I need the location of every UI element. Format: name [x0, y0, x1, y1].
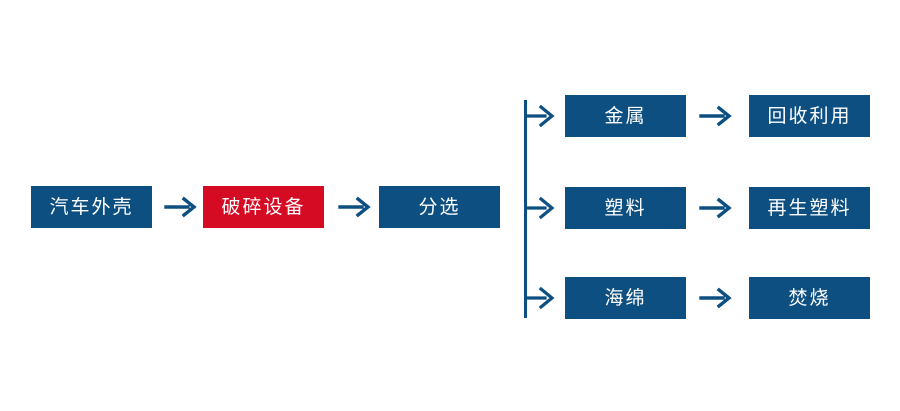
arrow-right-icon-plastic-to-regenerated [699, 195, 735, 221]
branch-arrow-right-icon-metal [524, 103, 557, 129]
node-label: 焚烧 [788, 287, 831, 309]
arrow-right-icon-sponge-to-incineration [699, 285, 735, 311]
arrow-right-icon-metal-to-recycle [699, 103, 735, 129]
node-label: 分选 [418, 196, 461, 218]
node-label: 海绵 [604, 287, 647, 309]
node-branch-metal[interactable]: 金属 [565, 95, 686, 137]
node-label: 汽车外壳 [49, 196, 134, 218]
node-label: 塑料 [604, 197, 647, 219]
node-branch-plastic[interactable]: 塑料 [565, 187, 686, 229]
arrow-right-icon-shredder-to-sorting [338, 194, 374, 220]
node-output-regenerated-plastic[interactable]: 再生塑料 [749, 187, 870, 229]
branch-arrow-right-icon-plastic [524, 195, 557, 221]
node-shredder-equipment[interactable]: 破碎设备 [203, 186, 324, 228]
node-label: 再生塑料 [767, 197, 852, 219]
node-label: 金属 [604, 105, 647, 127]
node-output-incineration[interactable]: 焚烧 [749, 277, 870, 319]
node-sorting[interactable]: 分选 [379, 186, 500, 228]
node-label: 破碎设备 [221, 196, 306, 218]
node-label: 回收利用 [767, 105, 852, 127]
arrow-right-icon-input-to-shredder [164, 194, 200, 220]
branch-arrow-right-icon-sponge [524, 285, 557, 311]
node-branch-sponge[interactable]: 海绵 [565, 277, 686, 319]
node-input-car-shell[interactable]: 汽车外壳 [31, 186, 152, 228]
node-output-recycling[interactable]: 回收利用 [749, 95, 870, 137]
